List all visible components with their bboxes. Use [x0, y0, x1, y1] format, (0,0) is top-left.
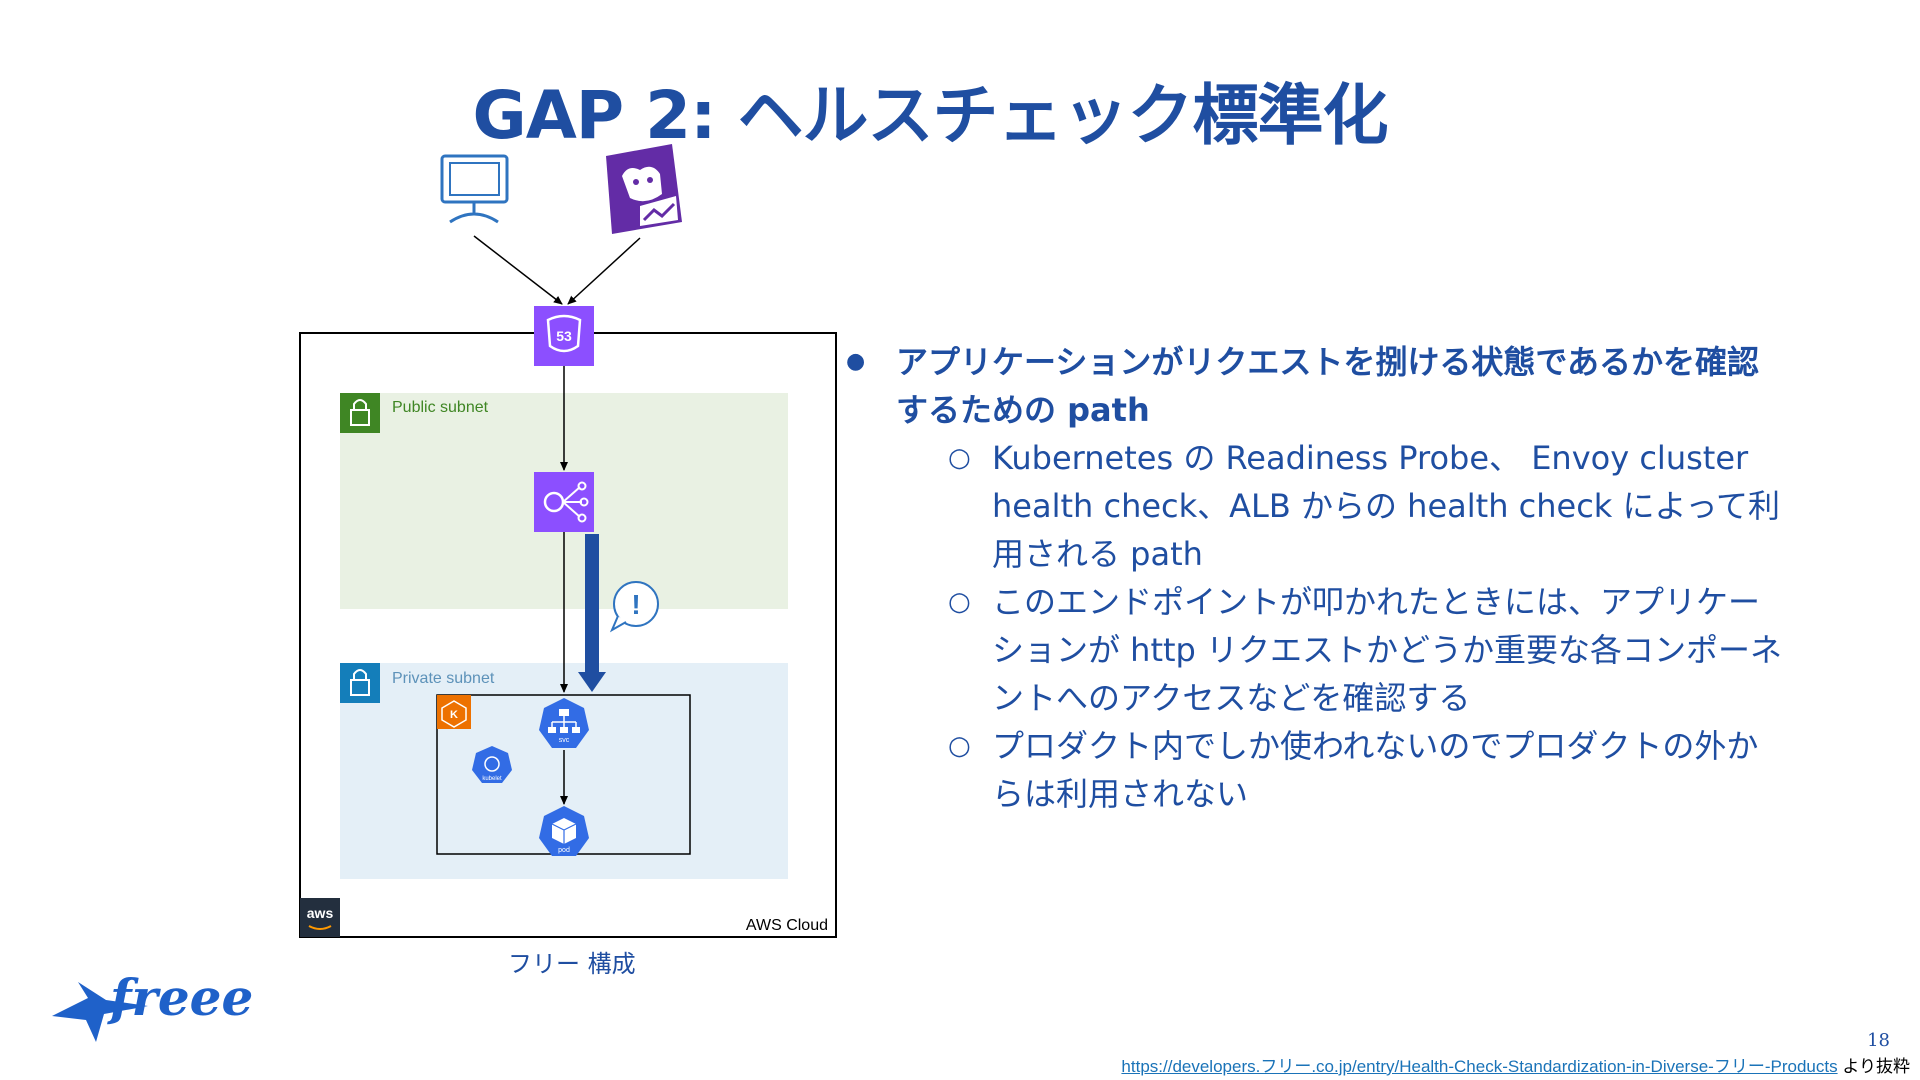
private-subnet-lock-icon	[340, 663, 380, 703]
datadog-icon	[606, 144, 682, 234]
k8s-pod-icon: pod	[539, 806, 589, 856]
main-bullet: アプリケーションがリクエストを捌ける状態であるかを確認するための path Ku…	[846, 338, 1786, 818]
sub-bullet-text: このエンドポイントが叩かれたときには、アプリケーションが http リクエストか…	[992, 583, 1783, 717]
monitor-icon	[440, 154, 509, 224]
page-number: 18	[1867, 1030, 1890, 1051]
bullet-list: アプリケーションがリクエストを捌ける状態であるかを確認するための path Ku…	[846, 338, 1786, 818]
source-link[interactable]: https://developers.フリー.co.jp/entry/Healt…	[1121, 1057, 1838, 1076]
svg-text:svc: svc	[559, 737, 570, 744]
sub-bullet: Kubernetes の Readiness Probe、 Envoy clus…	[896, 434, 1786, 578]
aws-cloud-label: AWS Cloud	[746, 917, 828, 934]
sub-bullet-text: Kubernetes の Readiness Probe、 Envoy clus…	[992, 439, 1780, 573]
main-bullet-text: アプリケーションがリクエストを捌ける状態であるかを確認するための path	[896, 343, 1760, 429]
public-subnet-lock-icon	[340, 393, 380, 433]
freee-bird-icon	[52, 982, 148, 1042]
svg-text:53: 53	[556, 328, 572, 344]
slide-title: GAP 2: ヘルスチェック標準化	[472, 77, 1389, 154]
alert-bubble-icon: !	[609, 581, 659, 633]
eks-icon: K	[437, 695, 471, 729]
public-subnet-label: Public subnet	[392, 399, 489, 416]
sub-bullet: プロダクト内でしか使われないのでプロダクトの外からは利用されない	[896, 722, 1786, 818]
route53-icon: 53	[534, 306, 594, 366]
sub-bullet-text: プロダクト内でしか使われないのでプロダクトの外からは利用されない	[992, 727, 1759, 813]
svg-text:K: K	[450, 709, 458, 721]
svg-text:kubelet: kubelet	[482, 776, 502, 782]
kubelet-icon: kubelet	[472, 746, 512, 783]
sub-bullet: このエンドポイントが叩かれたときには、アプリケーションが http リクエストか…	[896, 578, 1786, 722]
svg-text:aws: aws	[307, 905, 334, 921]
svg-text:pod: pod	[558, 847, 570, 854]
aws-logo-icon: aws	[300, 898, 340, 937]
source-suffix: より抜粋	[1842, 1057, 1910, 1076]
svg-text:!: !	[631, 589, 640, 620]
diagram-caption: フリー 構成	[508, 950, 636, 978]
k8s-service-icon: svc	[539, 698, 589, 748]
private-subnet-label: Private subnet	[392, 670, 495, 687]
source-citation: https://developers.フリー.co.jp/entry/Healt…	[1121, 1052, 1910, 1077]
load-balancer-icon	[534, 472, 594, 532]
freee-logo-text: freee	[110, 968, 254, 1027]
health-check-arrow	[578, 534, 606, 692]
